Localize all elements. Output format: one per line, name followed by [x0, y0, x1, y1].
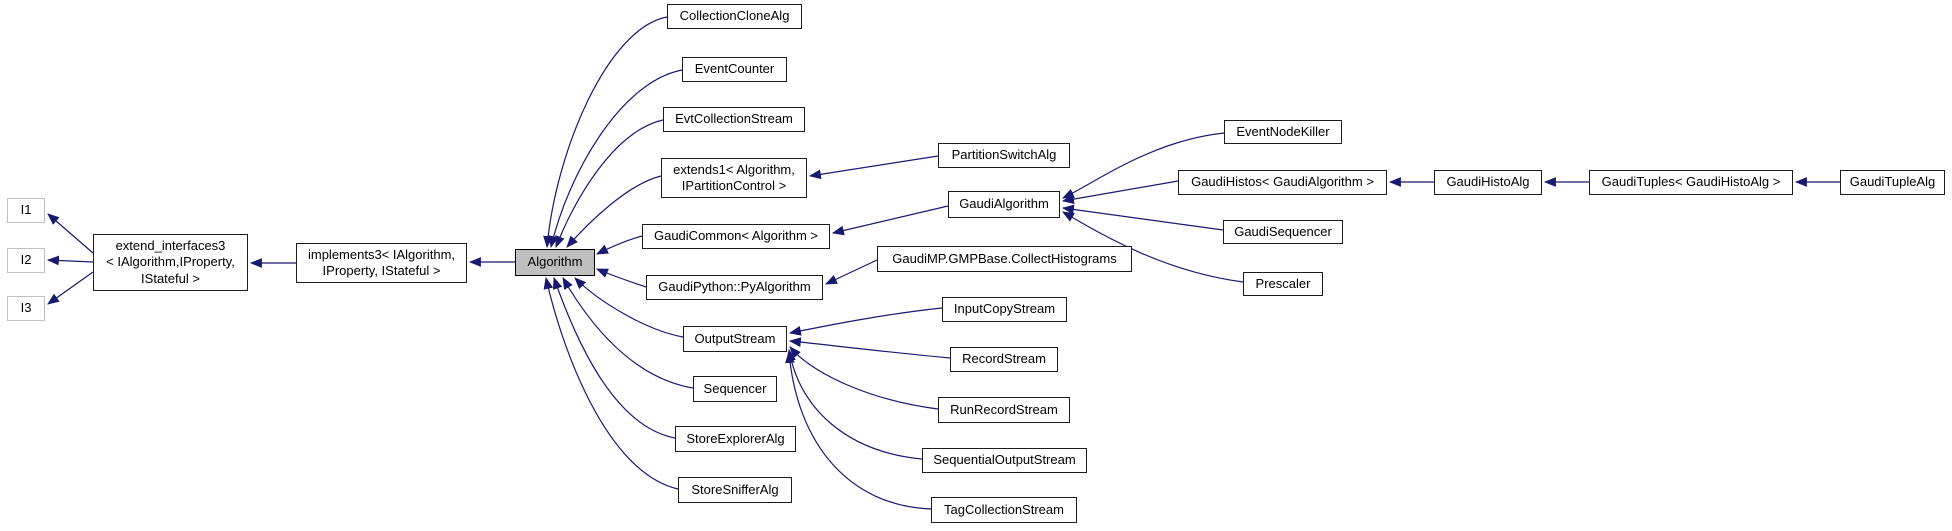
node-label-line: implements3< IAlgorithm,: [307, 246, 456, 262]
node-label: EventNodeKiller: [1236, 123, 1330, 139]
edge-run-record-stream-to-output-stream: [789, 346, 939, 410]
node-sequencer[interactable]: Sequencer: [693, 376, 777, 402]
node-gaudi-common[interactable]: GaudiCommon< Algorithm >: [642, 224, 830, 249]
node-tag-collection-stream[interactable]: TagCollectionStream: [931, 497, 1077, 523]
node-label: Algorithm: [527, 254, 583, 270]
edge-store-explorer-alg-to-algorithm: [552, 276, 676, 439]
node-label: InputCopyStream: [953, 301, 1056, 317]
node-gaudi-sequencer[interactable]: GaudiSequencer: [1223, 220, 1343, 244]
node-record-stream[interactable]: RecordStream: [950, 347, 1058, 372]
node-label: GaudiHistoAlg: [1446, 174, 1530, 190]
edge-gaudi-sequencer-to-gaudi-algorithm: [1061, 204, 1224, 231]
node-implements3[interactable]: implements3< IAlgorithm, IProperty, ISta…: [296, 243, 467, 283]
node-output-stream[interactable]: OutputStream: [683, 326, 787, 352]
edge-gaudi-python-py-algorithm-to-algorithm: [595, 268, 647, 288]
edge-prescaler-to-gaudi-algorithm: [1062, 211, 1244, 283]
node-label: I1: [20, 202, 32, 218]
node-run-record-stream[interactable]: RunRecordStream: [938, 397, 1070, 423]
node-label: I3: [20, 300, 32, 316]
node-gaudi-tuples[interactable]: GaudiTuples< GaudiHistoAlg >: [1589, 170, 1793, 195]
node-label: Sequencer: [703, 380, 767, 396]
edge-gaudi-mp-collect-histograms-to-gaudi-python-py-algorithm: [825, 259, 878, 285]
edge-event-counter-to-algorithm: [548, 69, 683, 249]
node-label: EventCounter: [694, 61, 775, 77]
node-extend-interfaces3[interactable]: extend_interfaces3 < IAlgorithm,IPropert…: [93, 234, 248, 291]
node-input-copy-stream[interactable]: InputCopyStream: [942, 297, 1067, 322]
node-gaudi-histos[interactable]: GaudiHistos< GaudiAlgorithm >: [1178, 170, 1387, 195]
node-label: PartitionSwitchAlg: [951, 147, 1057, 163]
node-algorithm[interactable]: Algorithm: [515, 249, 595, 276]
node-i2: I2: [7, 248, 45, 273]
node-sequential-output-stream[interactable]: SequentialOutputStream: [922, 448, 1087, 473]
node-store-explorer-alg[interactable]: StoreExplorerAlg: [675, 426, 796, 452]
node-label: GaudiTuples< GaudiHistoAlg >: [1601, 174, 1781, 190]
node-event-node-killer[interactable]: EventNodeKiller: [1224, 120, 1342, 144]
node-label: GaudiAlgorithm: [959, 196, 1049, 212]
node-store-sniffer-alg[interactable]: StoreSnifferAlg: [678, 477, 792, 503]
node-label: RecordStream: [962, 351, 1046, 367]
node-label-line: < IAlgorithm,IProperty,: [106, 254, 235, 270]
edge-gaudi-histos-to-gaudi-algorithm: [1061, 180, 1179, 204]
node-label: StoreExplorerAlg: [686, 430, 785, 446]
node-i1: I1: [7, 198, 45, 223]
node-label: SequentialOutputStream: [933, 452, 1076, 468]
node-gaudi-python-py-algorithm[interactable]: GaudiPython::PyAlgorithm: [646, 275, 823, 300]
node-label: GaudiSequencer: [1234, 223, 1332, 239]
node-label: GaudiTupleAlg: [1849, 174, 1936, 190]
edge-output-stream-to-algorithm: [574, 277, 684, 338]
node-label-line: IProperty, IStateful >: [322, 263, 441, 278]
node-gaudi-mp-collect-histograms[interactable]: GaudiMP.GMPBase.CollectHistograms: [877, 246, 1132, 272]
node-label-line: IStateful >: [141, 270, 200, 286]
node-gaudi-tuple-alg[interactable]: GaudiTupleAlg: [1840, 170, 1945, 195]
node-collection-clone-alg[interactable]: CollectionCloneAlg: [667, 4, 802, 29]
edge-extend-interfaces3-to-i1: [47, 213, 94, 254]
edge-extend-interfaces3-to-i2: [46, 255, 94, 266]
node-gaudi-histo-alg[interactable]: GaudiHistoAlg: [1434, 170, 1542, 195]
edge-event-node-killer-to-gaudi-algorithm: [1062, 132, 1225, 199]
node-label: CollectionCloneAlg: [679, 8, 790, 24]
edge-gaudi-algorithm-to-gaudi-common: [831, 205, 949, 236]
node-i3: I3: [7, 296, 45, 321]
edge-partition-switch-alg-to-extends1: [808, 155, 939, 180]
node-prescaler[interactable]: Prescaler: [1243, 272, 1323, 296]
edge-tag-collection-stream-to-output-stream: [785, 350, 932, 510]
node-label: RunRecordStream: [950, 401, 1058, 417]
edge-extend-interfaces3-to-i3: [47, 271, 94, 305]
node-label: GaudiHistos< GaudiAlgorithm >: [1191, 174, 1374, 190]
node-label: StoreSnifferAlg: [691, 481, 779, 497]
node-label: I2: [20, 252, 32, 268]
node-extends1[interactable]: extends1< Algorithm, IPartitionControl >: [661, 158, 807, 198]
edge-sequencer-to-algorithm: [562, 277, 694, 389]
node-label: EvtCollectionStream: [675, 111, 793, 127]
node-partition-switch-alg[interactable]: PartitionSwitchAlg: [938, 143, 1070, 168]
node-label: GaudiCommon< Algorithm >: [653, 228, 819, 244]
node-label: GaudiPython::PyAlgorithm: [658, 279, 811, 295]
node-gaudi-algorithm[interactable]: GaudiAlgorithm: [948, 191, 1060, 218]
edge-sequential-output-stream-to-output-stream: [786, 348, 923, 460]
node-label-line: extends1< Algorithm,: [673, 161, 795, 177]
edge-record-stream-to-output-stream: [788, 337, 951, 359]
node-label: GaudiMP.GMPBase.CollectHistograms: [892, 250, 1117, 266]
node-label: Prescaler: [1255, 275, 1311, 291]
edge-store-sniffer-alg-to-algorithm: [543, 276, 679, 490]
edge-gaudi-common-to-algorithm: [596, 235, 643, 255]
node-label-line: extend_interfaces3: [115, 237, 226, 253]
node-label: OutputStream: [694, 330, 776, 346]
edge-extends1-to-algorithm: [566, 175, 662, 248]
edge-input-copy-stream-to-output-stream: [788, 307, 943, 336]
node-event-counter[interactable]: EventCounter: [682, 57, 787, 82]
node-label: TagCollectionStream: [944, 501, 1064, 517]
edge-collection-clone-alg-to-algorithm: [543, 16, 668, 249]
node-label-line: IPartitionControl >: [681, 178, 787, 193]
node-evt-collection-stream[interactable]: EvtCollectionStream: [663, 107, 805, 132]
edge-evt-collection-stream-to-algorithm: [555, 119, 664, 249]
